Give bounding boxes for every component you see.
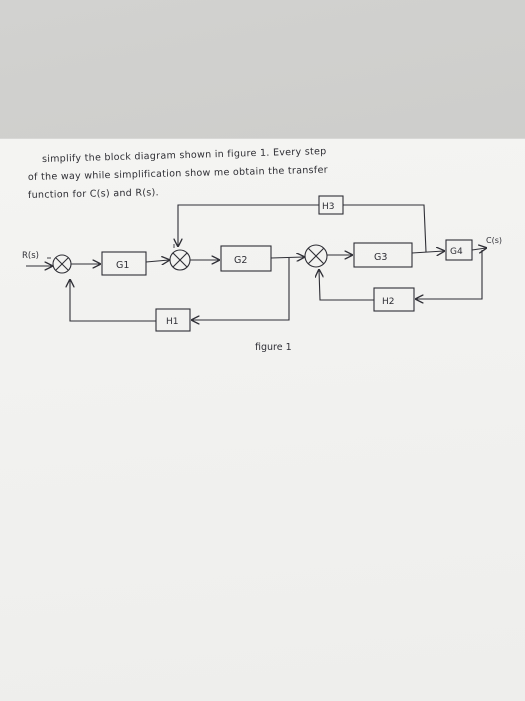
g1-label: G1 — [116, 260, 129, 271]
output-label: C(s) — [486, 236, 502, 245]
h2-label: H2 — [382, 297, 395, 307]
summing-junction-1 — [52, 254, 72, 274]
h3-label: H3 — [322, 202, 335, 212]
summing-junction-2 — [169, 249, 191, 271]
paper-sheet — [0, 138, 525, 701]
summing-junction-3 — [304, 244, 328, 268]
figure-caption: figure 1 — [255, 342, 292, 353]
input-label: R(s) — [22, 251, 39, 261]
g3-label: G3 — [374, 252, 387, 263]
g4-label: G4 — [450, 247, 463, 257]
block-g2 — [220, 245, 272, 272]
block-g1 — [101, 251, 147, 276]
output-arrow — [471, 248, 486, 250]
g2-label: G2 — [234, 255, 247, 266]
h1-label: H1 — [166, 317, 179, 327]
block-h1 — [155, 308, 191, 332]
block-g3 — [353, 242, 413, 268]
